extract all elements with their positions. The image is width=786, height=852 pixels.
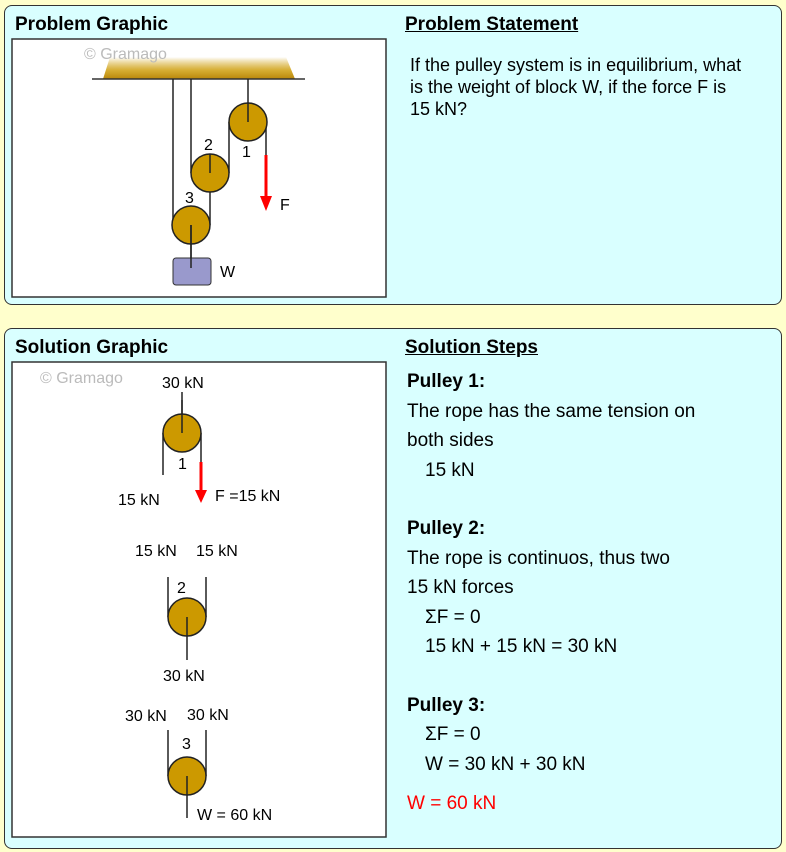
label-weight: W = 60 kN xyxy=(197,807,272,824)
pulley-3-label: 3 xyxy=(185,190,194,207)
step-text: The rope has the same tension on xyxy=(407,400,696,422)
step-equation: ΣF = 0 xyxy=(425,724,481,745)
solution-steps: Pulley 1: The rope has the same tension … xyxy=(407,367,695,819)
pulley-2-label: 2 xyxy=(204,137,213,154)
pulley-1-label: 1 xyxy=(178,456,187,473)
step-heading: Pulley 2: xyxy=(407,518,486,539)
label-p2-left: 15 kN xyxy=(135,543,177,560)
pulley-2-label: 2 xyxy=(177,580,186,597)
label-p2-right: 15 kN xyxy=(196,543,238,560)
problem-graphic-title: Problem Graphic xyxy=(15,14,169,35)
step-text: The rope is continuos, thus two xyxy=(407,547,670,569)
ceiling xyxy=(103,57,295,79)
problem-statement-title: Problem Statement xyxy=(405,14,579,35)
final-answer: W = 60 kN xyxy=(407,793,497,814)
solution-graphic-title: Solution Graphic xyxy=(15,337,169,358)
label-p3-right: 30 kN xyxy=(187,707,229,724)
solution-ropes xyxy=(162,392,207,776)
label-p1-left: 15 kN xyxy=(118,492,160,509)
label-top: 30 kN xyxy=(162,375,204,392)
step-equation: W = 30 kN + 30 kN xyxy=(425,753,586,775)
step-equation: 15 kN xyxy=(425,459,475,481)
problem-statement: If the pulley system is in equilibrium, … xyxy=(410,55,742,119)
weight-label: W xyxy=(220,264,236,281)
label-force: F =15 kN xyxy=(215,488,280,505)
watermark: © Gramago xyxy=(84,46,167,63)
watermark: © Gramago xyxy=(40,370,123,387)
force-label: F xyxy=(280,197,290,214)
solution-steps-title: Solution Steps xyxy=(405,337,538,358)
step-heading: Pulley 3: xyxy=(407,694,486,716)
label-p3-left: 30 kN xyxy=(125,708,167,725)
step-heading: Pulley 1: xyxy=(407,371,486,392)
step-text: 15 kN forces xyxy=(407,577,514,598)
block-w xyxy=(172,257,212,286)
step-equation: 15 kN + 15 kN = 30 kN xyxy=(425,636,618,657)
label-p2-bottom: 30 kN xyxy=(163,668,205,685)
step-text: both sides xyxy=(407,430,494,451)
pulley-1-label: 1 xyxy=(242,144,251,161)
step-equation: ΣF = 0 xyxy=(425,606,481,628)
pulley-3-label: 3 xyxy=(182,736,191,753)
